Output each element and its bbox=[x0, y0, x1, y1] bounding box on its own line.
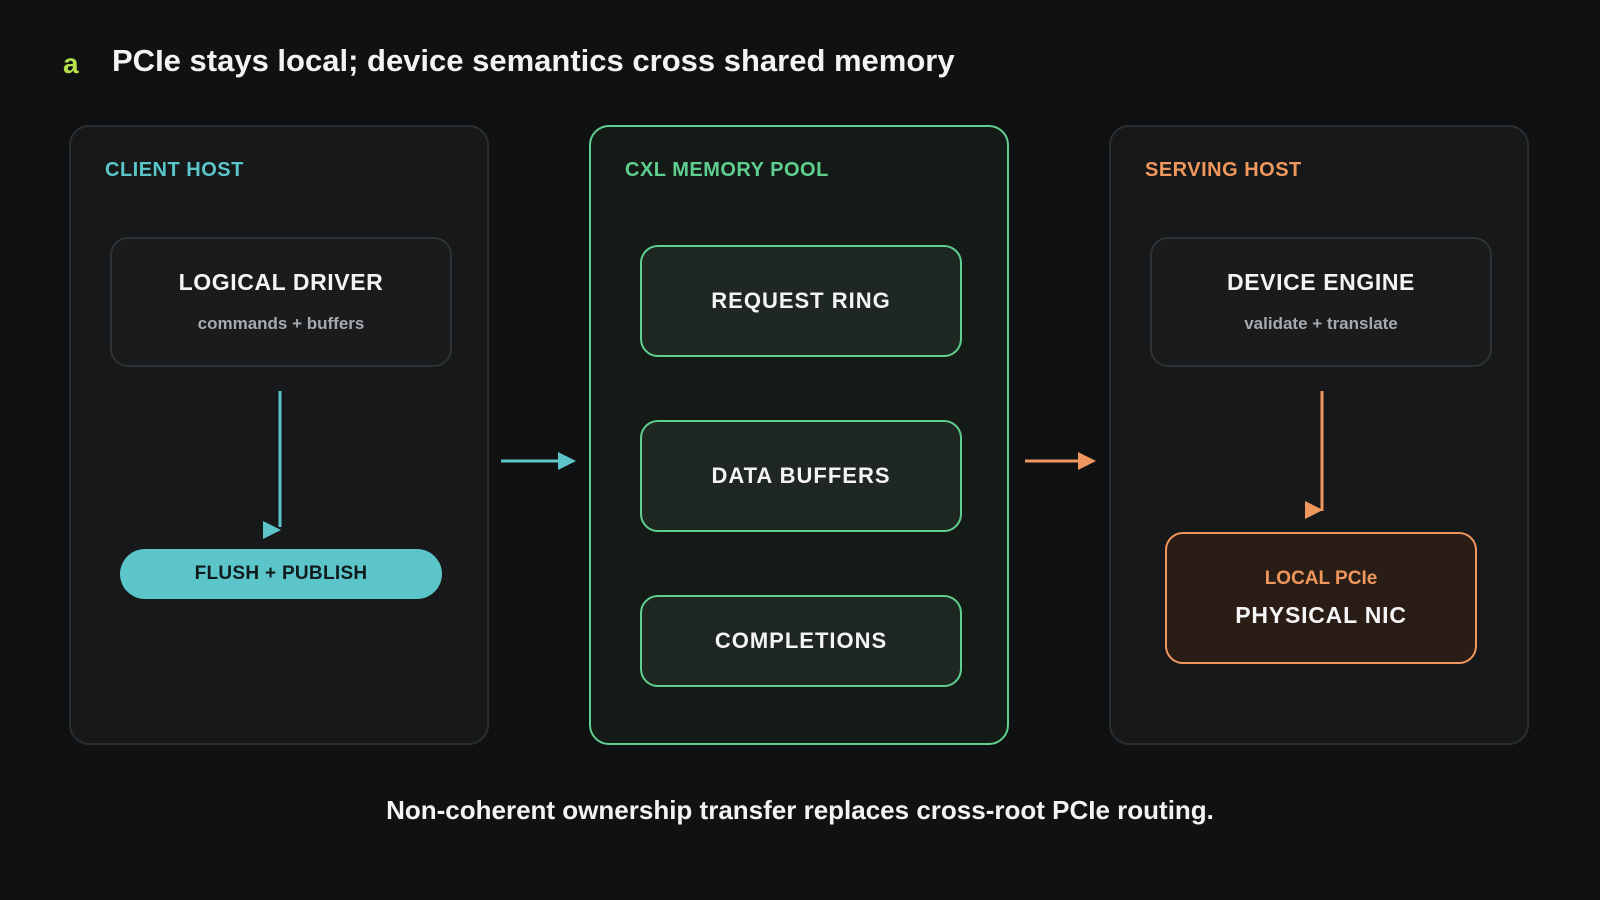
panel-label: a bbox=[63, 48, 79, 79]
cxl-memory-pool-panel: CXL MEMORY POOL REQUEST RING DATA BUFFER… bbox=[589, 125, 1009, 745]
diagram-caption: Non-coherent ownership transfer replaces… bbox=[386, 795, 1214, 825]
driver-to-flush-arrow bbox=[263, 391, 282, 539]
request-ring-block: REQUEST RING bbox=[640, 245, 962, 357]
client-to-pool-arrow bbox=[501, 452, 576, 470]
memory-pool-title: CXL MEMORY POOL bbox=[625, 159, 829, 181]
logical-driver-title: LOGICAL DRIVER bbox=[178, 269, 384, 295]
pool-to-serving-arrow bbox=[1025, 452, 1096, 470]
logical-driver-subtitle: commands + buffers bbox=[197, 314, 365, 333]
device-engine-card: DEVICE ENGINE validate + translate bbox=[1150, 237, 1492, 367]
device-engine-subtitle: validate + translate bbox=[1244, 314, 1398, 333]
data-buffers-block: DATA BUFFERS bbox=[640, 420, 962, 532]
engine-to-nic-arrow bbox=[1305, 391, 1324, 519]
physical-nic-title: PHYSICAL NIC bbox=[1235, 602, 1407, 628]
serving-host-panel: SERVING HOST DEVICE ENGINE validate + tr… bbox=[1109, 125, 1529, 745]
serving-host-title: SERVING HOST bbox=[1145, 159, 1302, 181]
physical-nic-subtitle: LOCAL PCIe bbox=[1264, 568, 1378, 589]
logical-driver-card: LOGICAL DRIVER commands + buffers bbox=[110, 237, 452, 367]
flush-publish-pill: FLUSH + PUBLISH bbox=[120, 549, 442, 599]
device-engine-title: DEVICE ENGINE bbox=[1226, 269, 1415, 295]
client-host-title: CLIENT HOST bbox=[105, 159, 244, 181]
completions-block: COMPLETIONS bbox=[640, 595, 962, 687]
diagram-title: PCIe stays local; device semantics cross… bbox=[112, 43, 955, 78]
physical-nic-card: LOCAL PCIe PHYSICAL NIC bbox=[1165, 532, 1477, 664]
